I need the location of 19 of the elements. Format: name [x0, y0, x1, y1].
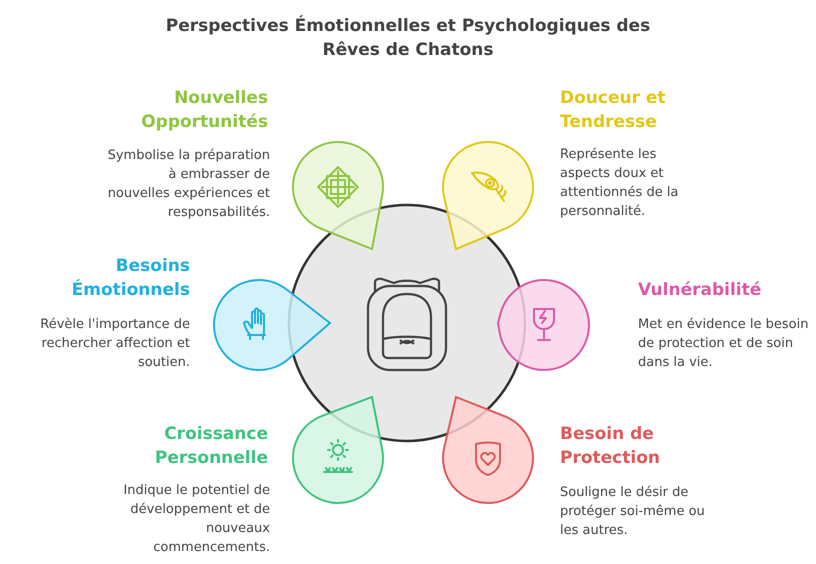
description-text: Symbolise la préparation à embrasser de nouvelles expériences et responsabilités. [106, 147, 270, 222]
teardrop-shape [292, 396, 384, 504]
teardrop-shape [292, 141, 384, 250]
section-heading: Nouvelles Opportunités [140, 87, 268, 134]
title: Perspectives Émotionnelles et Psychologiques des Rêves de Chatons [164, 14, 652, 62]
section-heading: Douceur et Tendresse [560, 87, 667, 134]
teardrop-shape [442, 396, 534, 504]
description-text: Souligne le désir de protéger soi-même ou les autres. [560, 484, 706, 540]
teardrop-shape [213, 279, 331, 371]
section-heading: Besoins Émotionnels [70, 255, 190, 302]
section-heading: Vulnérabilité [638, 279, 762, 302]
description-text: Représente les aspects doux et attentionnés de la personnalité. [560, 146, 680, 221]
teardrop-shape [497, 279, 590, 371]
description-text: Met en évidence le besoin de protection et de soin dans la vie. [638, 316, 810, 372]
section-heading: Besoin de Protection [560, 423, 661, 470]
section-heading: Croissance Personnelle [154, 423, 268, 470]
teardrop-shape [442, 141, 534, 250]
description-text: Révèle l'importance de rechercher affection et soutien. [39, 316, 190, 372]
description-text: Indique le potentiel de développement et de nouveaux commencements. [122, 482, 270, 557]
